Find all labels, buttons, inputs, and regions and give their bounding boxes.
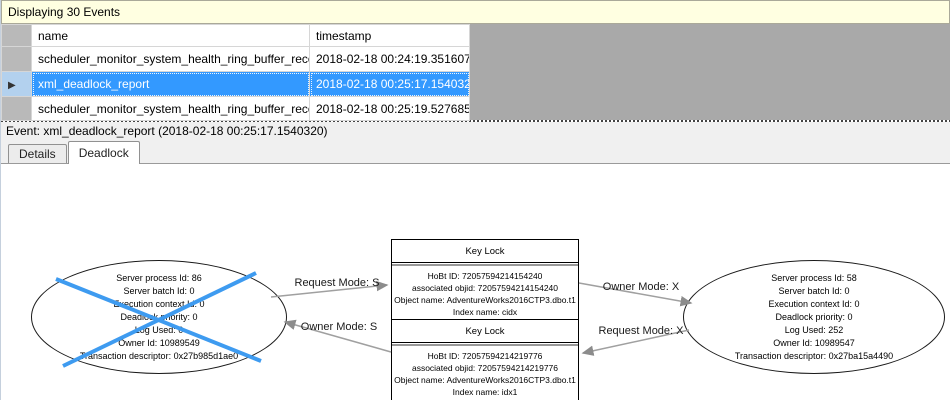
event-name-cell[interactable]: scheduler_monitor_system_health_ring_buf…: [31, 96, 310, 121]
node-line: Server batch Id: 0: [123, 285, 195, 296]
grid-empty-area: [470, 24, 950, 120]
events-table: name timestamp scheduler_monitor_system_…: [1, 24, 470, 121]
lock-line: Object name: AdventureWorks2016CTP3.dbo.…: [394, 375, 576, 385]
edge-label-owner-x: Owner Mode: X: [602, 281, 680, 293]
event-name-cell[interactable]: xml_deadlock_report: [31, 71, 310, 97]
detail-tabs: Details Deadlock: [1, 140, 950, 164]
events-grid: name timestamp scheduler_monitor_system_…: [1, 24, 950, 121]
key-lock-node-top[interactable]: Key Lock HoBt ID: 72057594214154240 asso…: [391, 239, 579, 324]
row-indicator-cell: ▶: [1, 71, 32, 97]
node-line: Transaction descriptor: 0x27b985d1ae0: [79, 350, 239, 361]
tab-details[interactable]: Details: [8, 144, 67, 163]
lock-line: Index name: idx1: [452, 387, 518, 397]
column-header-name[interactable]: name: [31, 24, 310, 47]
table-row[interactable]: scheduler_monitor_system_health_ring_buf…: [1, 46, 470, 72]
node-line: Execution context Id: 0: [113, 298, 205, 309]
edge-label-owner-s: Owner Mode: S: [300, 321, 378, 333]
lock-line: Index name: cidx: [452, 307, 518, 317]
process-node-victim[interactable]: Server process Id: 86 Server batch Id: 0…: [31, 260, 287, 374]
key-lock-node-bottom[interactable]: Key Lock HoBt ID: 72057594214219776 asso…: [391, 319, 579, 400]
table-row[interactable]: scheduler_monitor_system_health_ring_buf…: [1, 96, 470, 121]
grid-splitter[interactable]: [1, 120, 950, 122]
node-line: Owner Id: 10989549: [118, 337, 200, 348]
lock-title: Key Lock: [392, 320, 578, 343]
column-header-timestamp[interactable]: timestamp: [309, 24, 470, 47]
lock-title: Key Lock: [392, 240, 578, 263]
node-line: Log Used: 0: [134, 324, 184, 335]
tab-deadlock[interactable]: Deadlock: [67, 141, 140, 164]
lock-line: HoBt ID: 72057594214219776: [427, 351, 543, 361]
current-row-arrow-icon: ▶: [8, 80, 16, 91]
node-line: Transaction descriptor: 0x27ba15a4490: [734, 350, 894, 361]
node-line: Deadlock priority: 0: [775, 311, 853, 322]
node-line: Server process Id: 86: [116, 272, 202, 283]
lock-line: associated objid: 72057594214219776: [411, 363, 559, 373]
event-name-cell[interactable]: scheduler_monitor_system_health_ring_buf…: [31, 46, 310, 72]
lock-line: Object name: AdventureWorks2016CTP3.dbo.…: [394, 295, 576, 305]
row-indicator-header-cell: [1, 24, 32, 47]
events-table-header: name timestamp: [1, 24, 470, 47]
edge-label-request-s: Request Mode: S: [294, 277, 380, 289]
events-count-bar: Displaying 30 Events: [1, 0, 950, 24]
node-line: Execution context Id: 0: [768, 298, 860, 309]
edge-label-request-x: Request Mode: X: [598, 325, 684, 337]
event-timestamp-cell[interactable]: 2018-02-18 00:25:17.1540320: [309, 71, 470, 97]
node-line: Server process Id: 58: [771, 272, 857, 283]
selected-event-label: Event: xml_deadlock_report (2018-02-18 0…: [1, 122, 950, 140]
node-line: Owner Id: 10989547: [773, 337, 855, 348]
deadlock-graph: Server process Id: 86 Server batch Id: 0…: [1, 163, 950, 400]
row-indicator-cell: [1, 96, 32, 121]
lock-line: HoBt ID: 72057594214154240: [427, 271, 543, 281]
lock-line: associated objid: 72057594214154240: [411, 283, 559, 293]
event-timestamp-cell[interactable]: 2018-02-18 00:24:19.3516078: [309, 46, 470, 72]
node-line: Server batch Id: 0: [778, 285, 850, 296]
process-node[interactable]: Server process Id: 58 Server batch Id: 0…: [683, 260, 945, 374]
event-timestamp-cell[interactable]: 2018-02-18 00:25:19.5276859: [309, 96, 470, 121]
table-row-selected[interactable]: ▶ xml_deadlock_report 2018-02-18 00:25:1…: [1, 71, 470, 97]
node-line: Log Used: 252: [784, 324, 844, 335]
node-line: Deadlock priority: 0: [120, 311, 198, 322]
row-indicator-cell: [1, 46, 32, 72]
